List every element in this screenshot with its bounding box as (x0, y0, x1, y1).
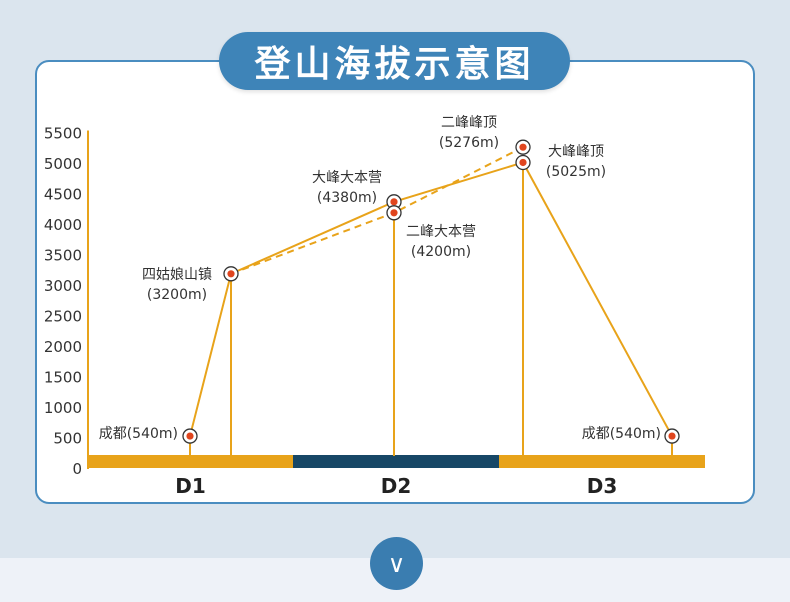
point-label-name: 二峰峰顶 (441, 115, 497, 131)
y-tick-label: 2000 (44, 338, 82, 356)
day-segment-d2 (293, 455, 499, 468)
x-day-label: D2 (381, 474, 412, 498)
point-label-elevation: (4200m) (411, 244, 471, 260)
data-point (186, 432, 194, 440)
point-label-elevation: (5025m) (546, 164, 606, 180)
day-segment-d3 (499, 455, 705, 468)
point-label-elevation: (5276m) (439, 135, 499, 151)
point-label-name: 大峰峰顶 (548, 144, 604, 160)
point-label: 成都(540m) (582, 426, 661, 442)
day-segment-d1 (88, 455, 293, 468)
data-point (668, 432, 676, 440)
point-label-name: 大峰大本营 (312, 170, 382, 186)
point-label-elevation: (3200m) (147, 287, 207, 303)
y-tick-label: 4500 (44, 186, 82, 204)
point-label-elevation: (4380m) (317, 190, 377, 206)
y-tick-label: 3000 (44, 277, 82, 295)
y-tick-label: 5500 (44, 125, 82, 143)
y-tick-label: 3500 (44, 247, 82, 265)
y-tick-label: 5000 (44, 155, 82, 173)
point-label-name: 四姑娘山镇 (142, 267, 212, 283)
page-title: 登山海拔示意图 (219, 32, 570, 90)
data-point (227, 270, 235, 278)
point-label-name: 二峰大本营 (406, 224, 476, 240)
y-tick-label: 1000 (44, 399, 82, 417)
chevron-down-icon[interactable]: ∨ (370, 537, 423, 590)
y-tick-label: 4000 (44, 216, 82, 234)
data-point (390, 198, 398, 206)
x-day-label: D1 (175, 474, 206, 498)
x-day-label: D3 (587, 474, 618, 498)
y-tick-label: 1500 (44, 369, 82, 387)
data-point (519, 143, 527, 151)
y-tick-label: 500 (53, 430, 82, 448)
route-line-solid (189, 161, 673, 437)
y-tick-label: 0 (72, 460, 82, 478)
point-label: 成都(540m) (99, 426, 178, 442)
data-point (519, 158, 527, 167)
data-point (390, 209, 398, 217)
y-tick-label: 2500 (44, 308, 82, 326)
